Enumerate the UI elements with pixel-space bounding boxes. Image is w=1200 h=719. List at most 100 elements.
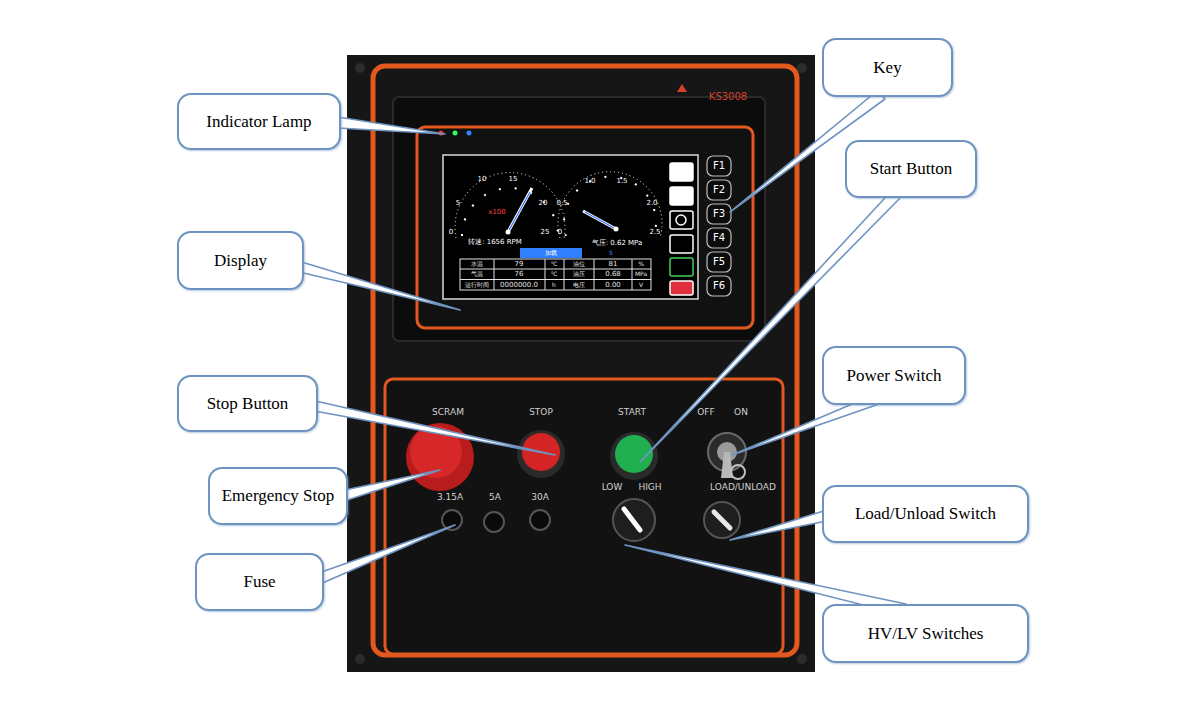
panel-label: 运行时间 bbox=[465, 282, 489, 288]
panel-label: SCRAM bbox=[432, 408, 464, 417]
panel-label: F6 bbox=[713, 281, 725, 291]
callout-text: HV/LV Switches bbox=[868, 624, 984, 644]
display-frame bbox=[417, 127, 753, 328]
panel-label: 0.68 bbox=[605, 271, 621, 278]
panel-label: 加载 bbox=[545, 250, 557, 256]
gauge-needle bbox=[508, 192, 530, 232]
gauge-needle bbox=[585, 212, 614, 228]
gauge-hub bbox=[614, 227, 619, 232]
callout-text: Key bbox=[873, 58, 901, 78]
panel-label: 气温 bbox=[471, 271, 483, 277]
panel-label: 0.5 bbox=[556, 200, 567, 207]
stop-ring bbox=[517, 430, 565, 478]
callout-box: Fuse bbox=[195, 553, 324, 611]
fuse-holder bbox=[484, 512, 504, 532]
panel-label: 76 bbox=[515, 271, 524, 278]
panel-label: STOP bbox=[529, 408, 553, 417]
panel-label: F3 bbox=[713, 209, 725, 219]
callout-box: Start Button bbox=[845, 140, 977, 198]
gauge-needle bbox=[583, 211, 616, 229]
panel-label: 水温 bbox=[471, 261, 483, 267]
panel-label: 0.00 bbox=[605, 282, 621, 289]
panel-label: MPa bbox=[635, 271, 647, 277]
status-bar bbox=[520, 248, 582, 258]
panel-label: START bbox=[618, 408, 646, 417]
knob-pointer bbox=[714, 512, 730, 528]
leader-line bbox=[640, 186, 904, 462]
callout-text: Load/Unload Switch bbox=[855, 504, 996, 524]
callout-text: Start Button bbox=[870, 159, 953, 179]
panel-label: 81 bbox=[609, 261, 618, 268]
screen-icons bbox=[670, 163, 693, 295]
mount-hole bbox=[355, 63, 365, 73]
panel-label: x100 bbox=[488, 209, 506, 216]
logo bbox=[677, 84, 687, 92]
panel-label: 0 bbox=[558, 229, 562, 236]
panel-label: V bbox=[639, 282, 643, 288]
panel-label: F5 bbox=[713, 257, 725, 267]
panel-label: 0 bbox=[449, 229, 453, 236]
panel-label: KS3008 bbox=[709, 92, 747, 102]
callout-text: Display bbox=[214, 251, 267, 271]
leader-line bbox=[295, 260, 460, 310]
panel-label: ℃ bbox=[551, 271, 558, 277]
leader-line bbox=[730, 509, 832, 540]
leader-line bbox=[340, 470, 440, 502]
knob-pointer bbox=[624, 509, 640, 530]
panel-label: F4 bbox=[713, 233, 725, 243]
gauge-scale bbox=[558, 172, 662, 238]
panel-label: 2.0 bbox=[646, 200, 657, 207]
callout-text: Emergency Stop bbox=[222, 486, 335, 506]
panel-label: 0000000.0 bbox=[500, 282, 538, 289]
mount-hole bbox=[355, 654, 365, 664]
panel-label: 1.0 bbox=[584, 178, 595, 185]
callout-text: Power Switch bbox=[847, 366, 942, 386]
panel-label: 1.5 bbox=[616, 178, 627, 185]
gauge-ticks bbox=[564, 177, 656, 236]
panel-label: 3.15A bbox=[437, 493, 463, 502]
panel-label: F1 bbox=[713, 161, 725, 171]
panel-label: 30A bbox=[531, 493, 549, 502]
panel-label: 油位 bbox=[573, 261, 585, 267]
start-ring bbox=[610, 432, 658, 480]
panel-label: ℃ bbox=[551, 261, 558, 267]
gauge-hub bbox=[506, 230, 511, 235]
panel-label: 5 bbox=[609, 250, 613, 256]
mount-hole bbox=[797, 63, 807, 73]
panel-label: 10 bbox=[478, 176, 487, 183]
callout-box: Stop Button bbox=[177, 375, 318, 432]
load-knob bbox=[704, 502, 740, 538]
display-bezel bbox=[393, 97, 765, 341]
callout-text: Indicator Lamp bbox=[206, 112, 311, 132]
leader-line bbox=[313, 525, 455, 585]
callout-text: Fuse bbox=[243, 572, 275, 592]
hv-lv-knob bbox=[613, 499, 655, 541]
data-table-grid bbox=[460, 259, 651, 290]
mount-hole bbox=[797, 654, 807, 664]
fuse-holder bbox=[530, 510, 550, 530]
callout-box: Key bbox=[822, 38, 953, 97]
lamp-green bbox=[453, 131, 458, 136]
panel-label: F2 bbox=[713, 185, 725, 195]
panel-label: 转速: 1656 RPM bbox=[468, 239, 522, 246]
panel-label: 5A bbox=[489, 493, 501, 502]
panel-label: LOW bbox=[602, 483, 623, 492]
key-ring bbox=[731, 465, 745, 479]
callout-leaders bbox=[295, 91, 906, 615]
panel-plate bbox=[347, 55, 815, 672]
gauge-needle bbox=[508, 188, 532, 232]
callout-box: Display bbox=[177, 231, 304, 290]
lcd-screen bbox=[443, 155, 698, 299]
leader-line bbox=[338, 117, 445, 134]
lower-frame bbox=[385, 379, 783, 654]
callout-box: Power Switch bbox=[822, 346, 966, 405]
gauge-scale bbox=[455, 173, 565, 238]
panel-label: 20 bbox=[539, 200, 548, 207]
lamp-blue bbox=[467, 131, 472, 136]
panel-label: 电压 bbox=[573, 282, 585, 288]
callout-box: Emergency Stop bbox=[208, 467, 348, 525]
gauge-ticks bbox=[462, 188, 558, 236]
panel-label: HIGH bbox=[638, 483, 661, 492]
panel-label: 5 bbox=[456, 200, 460, 207]
